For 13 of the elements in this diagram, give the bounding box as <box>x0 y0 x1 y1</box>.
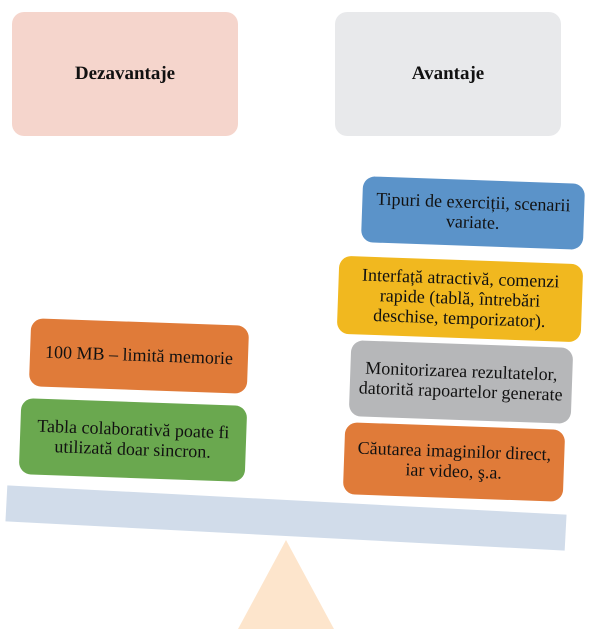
fulcrum-triangle <box>238 540 334 629</box>
item-text: Interfață atractivă, comenzi rapide (tablă, întrebări deschise, temporizator). <box>360 265 561 333</box>
item-text: Tabla colaborativă poate fi utilizată doar sincron. <box>36 416 231 464</box>
item-text: Monitorizarea rezultatelor, datorită rapoartelor generate <box>357 358 564 406</box>
item-text: 100 MB – limită memorie <box>44 342 234 370</box>
text-box <box>342 422 566 502</box>
heading: Avantaje <box>412 64 484 84</box>
header-box <box>12 12 238 136</box>
heading: Dezavantaje <box>74 64 176 84</box>
item-text: Tipuri de exerciții, scenarii variate. <box>374 190 572 235</box>
text-box <box>336 256 584 342</box>
item-text: Căutarea imaginilor direct, iar video, ş.a. <box>356 438 552 485</box>
text-box <box>348 340 574 424</box>
